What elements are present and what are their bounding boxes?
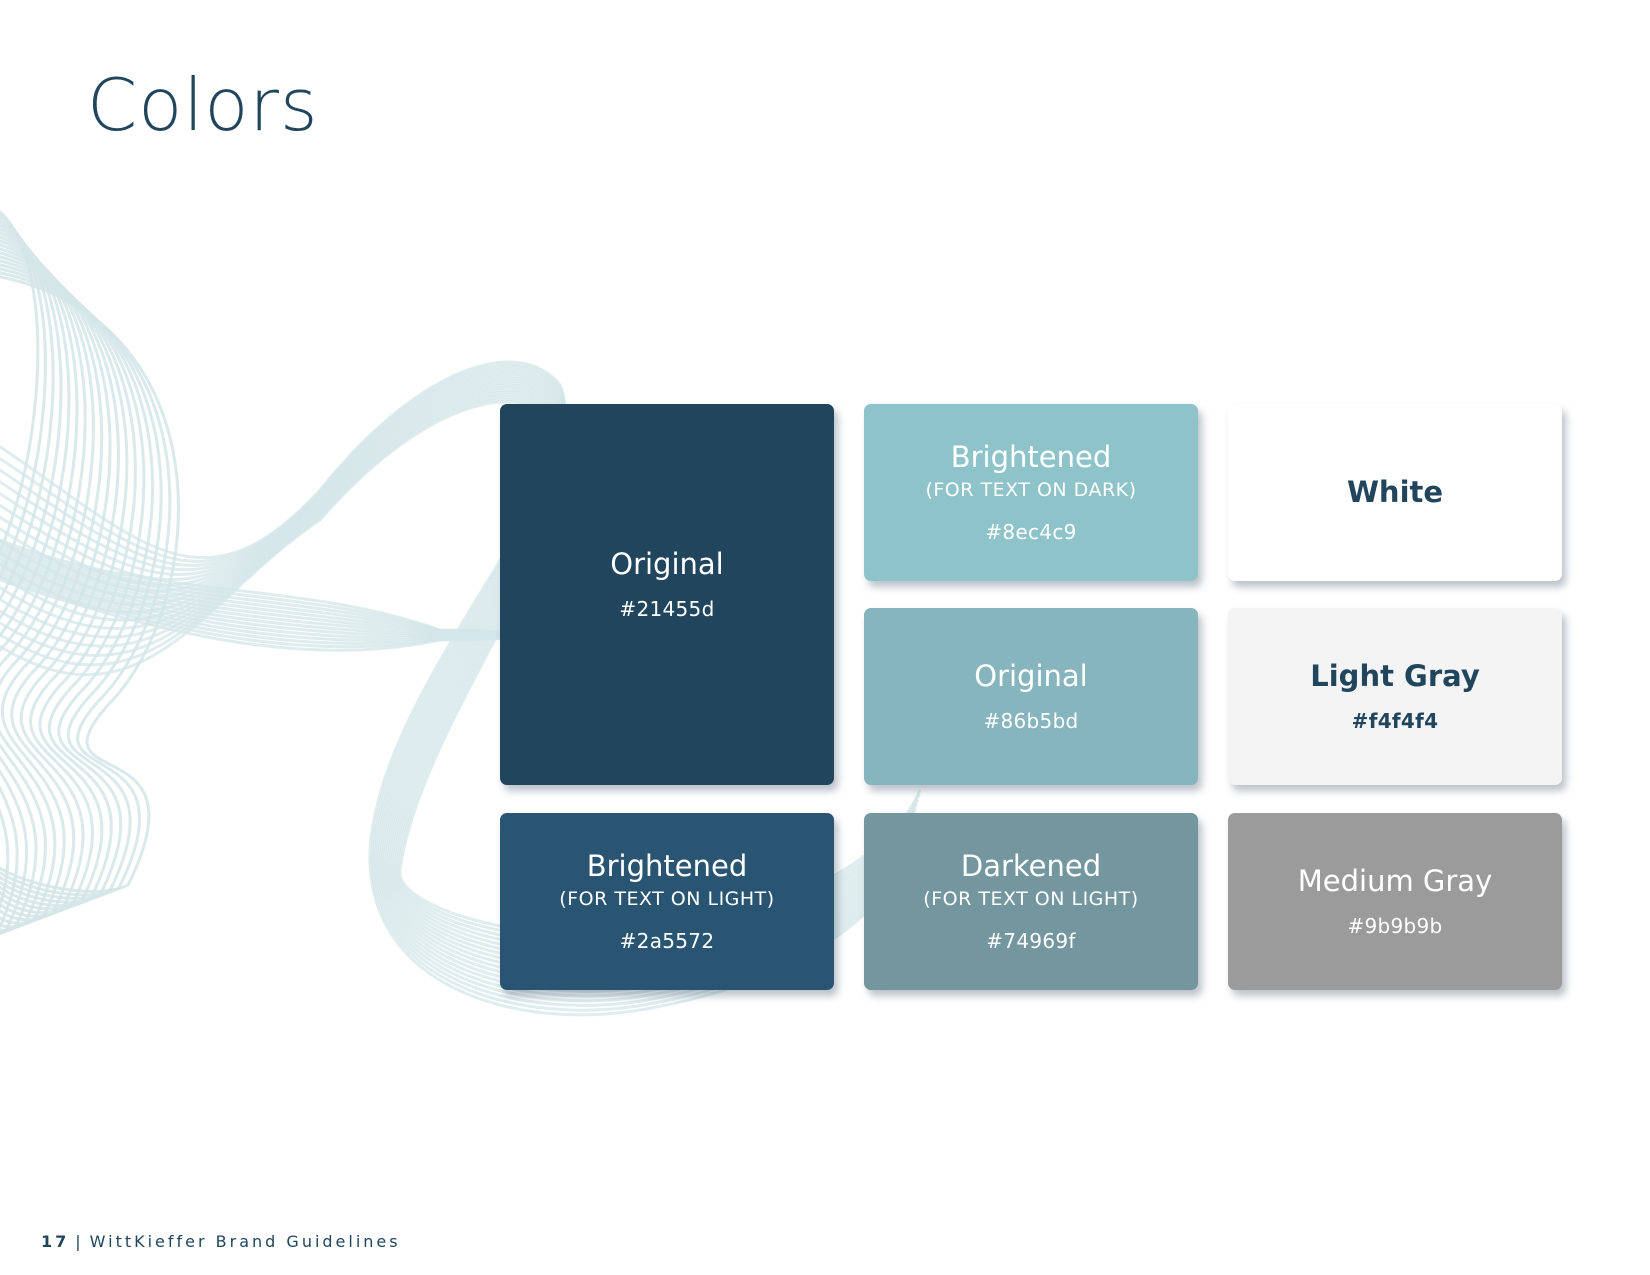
wave-line bbox=[0, 213, 47, 580]
swatch-hex: #74969f bbox=[986, 928, 1076, 953]
wave-line bbox=[0, 578, 521, 652]
wave-line bbox=[0, 247, 120, 918]
swatch-note: (FOR TEXT ON DARK) bbox=[925, 478, 1137, 501]
wave-line bbox=[0, 216, 55, 910]
wave-line bbox=[0, 243, 112, 921]
wave-line bbox=[0, 267, 163, 901]
wave-line bbox=[0, 235, 95, 929]
swatch-name: Light Gray bbox=[1310, 658, 1480, 693]
swatch-name: Original bbox=[974, 658, 1088, 693]
wave-line bbox=[0, 538, 521, 636]
wave-line bbox=[0, 255, 137, 911]
swatch-name: Brightened bbox=[586, 849, 748, 884]
wave-line bbox=[0, 220, 63, 930]
swatch-navy-brightened: Brightened (FOR TEXT ON LIGHT) #2a5572 bbox=[500, 813, 834, 990]
swatch-hex: #f4f4f4 bbox=[1351, 709, 1439, 734]
page-number: 17 bbox=[41, 1232, 70, 1251]
wave-line bbox=[0, 210, 40, 556]
wave-line bbox=[0, 557, 521, 638]
swatch-name: White bbox=[1346, 474, 1444, 509]
wave-line bbox=[0, 566, 521, 640]
swatch-note: (FOR TEXT ON LIGHT) bbox=[559, 887, 775, 910]
wave-line bbox=[0, 541, 521, 636]
swatch-name: Darkened bbox=[960, 849, 1102, 884]
wave-line bbox=[0, 263, 154, 904]
swatch-name: Original bbox=[610, 546, 724, 581]
wave-line bbox=[0, 239, 104, 925]
wave-line bbox=[0, 544, 521, 637]
wave-line bbox=[0, 550, 521, 637]
footer-separator: | bbox=[75, 1232, 84, 1251]
document-name: WittKieffer Brand Guidelines bbox=[89, 1232, 401, 1251]
wave-line bbox=[0, 575, 521, 649]
page-footer: 17 | WittKieffer Brand Guidelines bbox=[41, 1232, 401, 1251]
swatch-hex: #8ec4c9 bbox=[985, 519, 1077, 544]
swatch-hex: #21455d bbox=[619, 597, 715, 622]
wave-line bbox=[0, 547, 521, 637]
swatch-hex: #86b5bd bbox=[983, 709, 1079, 734]
wave-line bbox=[0, 553, 521, 638]
wave-line bbox=[0, 563, 521, 638]
swatch-white: White bbox=[1228, 404, 1562, 581]
wave-line bbox=[0, 231, 87, 932]
swatch-navy-original: Original #21455d bbox=[500, 404, 834, 785]
wave-line bbox=[0, 251, 129, 915]
swatch-teal-brightened: Brightened (FOR TEXT ON DARK) #8ec4c9 bbox=[864, 404, 1198, 581]
swatch-light-gray: Light Gray #f4f4f4 bbox=[1228, 608, 1562, 785]
swatch-hex: #2a5572 bbox=[619, 928, 715, 953]
swatch-medium-gray: Medium Gray #9b9b9b bbox=[1228, 813, 1562, 990]
wave-line bbox=[0, 228, 79, 935]
page-title: Colors bbox=[87, 63, 319, 147]
wave-line bbox=[0, 569, 521, 642]
wave-line bbox=[0, 224, 71, 936]
swatch-name: Medium Gray bbox=[1297, 863, 1493, 898]
wave-line bbox=[0, 560, 521, 638]
wave-line bbox=[0, 271, 172, 897]
wave-line bbox=[0, 259, 146, 908]
swatch-hex: #9b9b9b bbox=[1347, 914, 1443, 939]
swatch-name: Brightened bbox=[950, 440, 1112, 475]
wave-line bbox=[0, 572, 521, 645]
swatch-teal-darkened: Darkened (FOR TEXT ON LIGHT) #74969f bbox=[864, 813, 1198, 990]
swatch-teal-original: Original #86b5bd bbox=[864, 608, 1198, 785]
swatch-note: (FOR TEXT ON LIGHT) bbox=[923, 887, 1139, 910]
wave-line bbox=[0, 275, 180, 893]
